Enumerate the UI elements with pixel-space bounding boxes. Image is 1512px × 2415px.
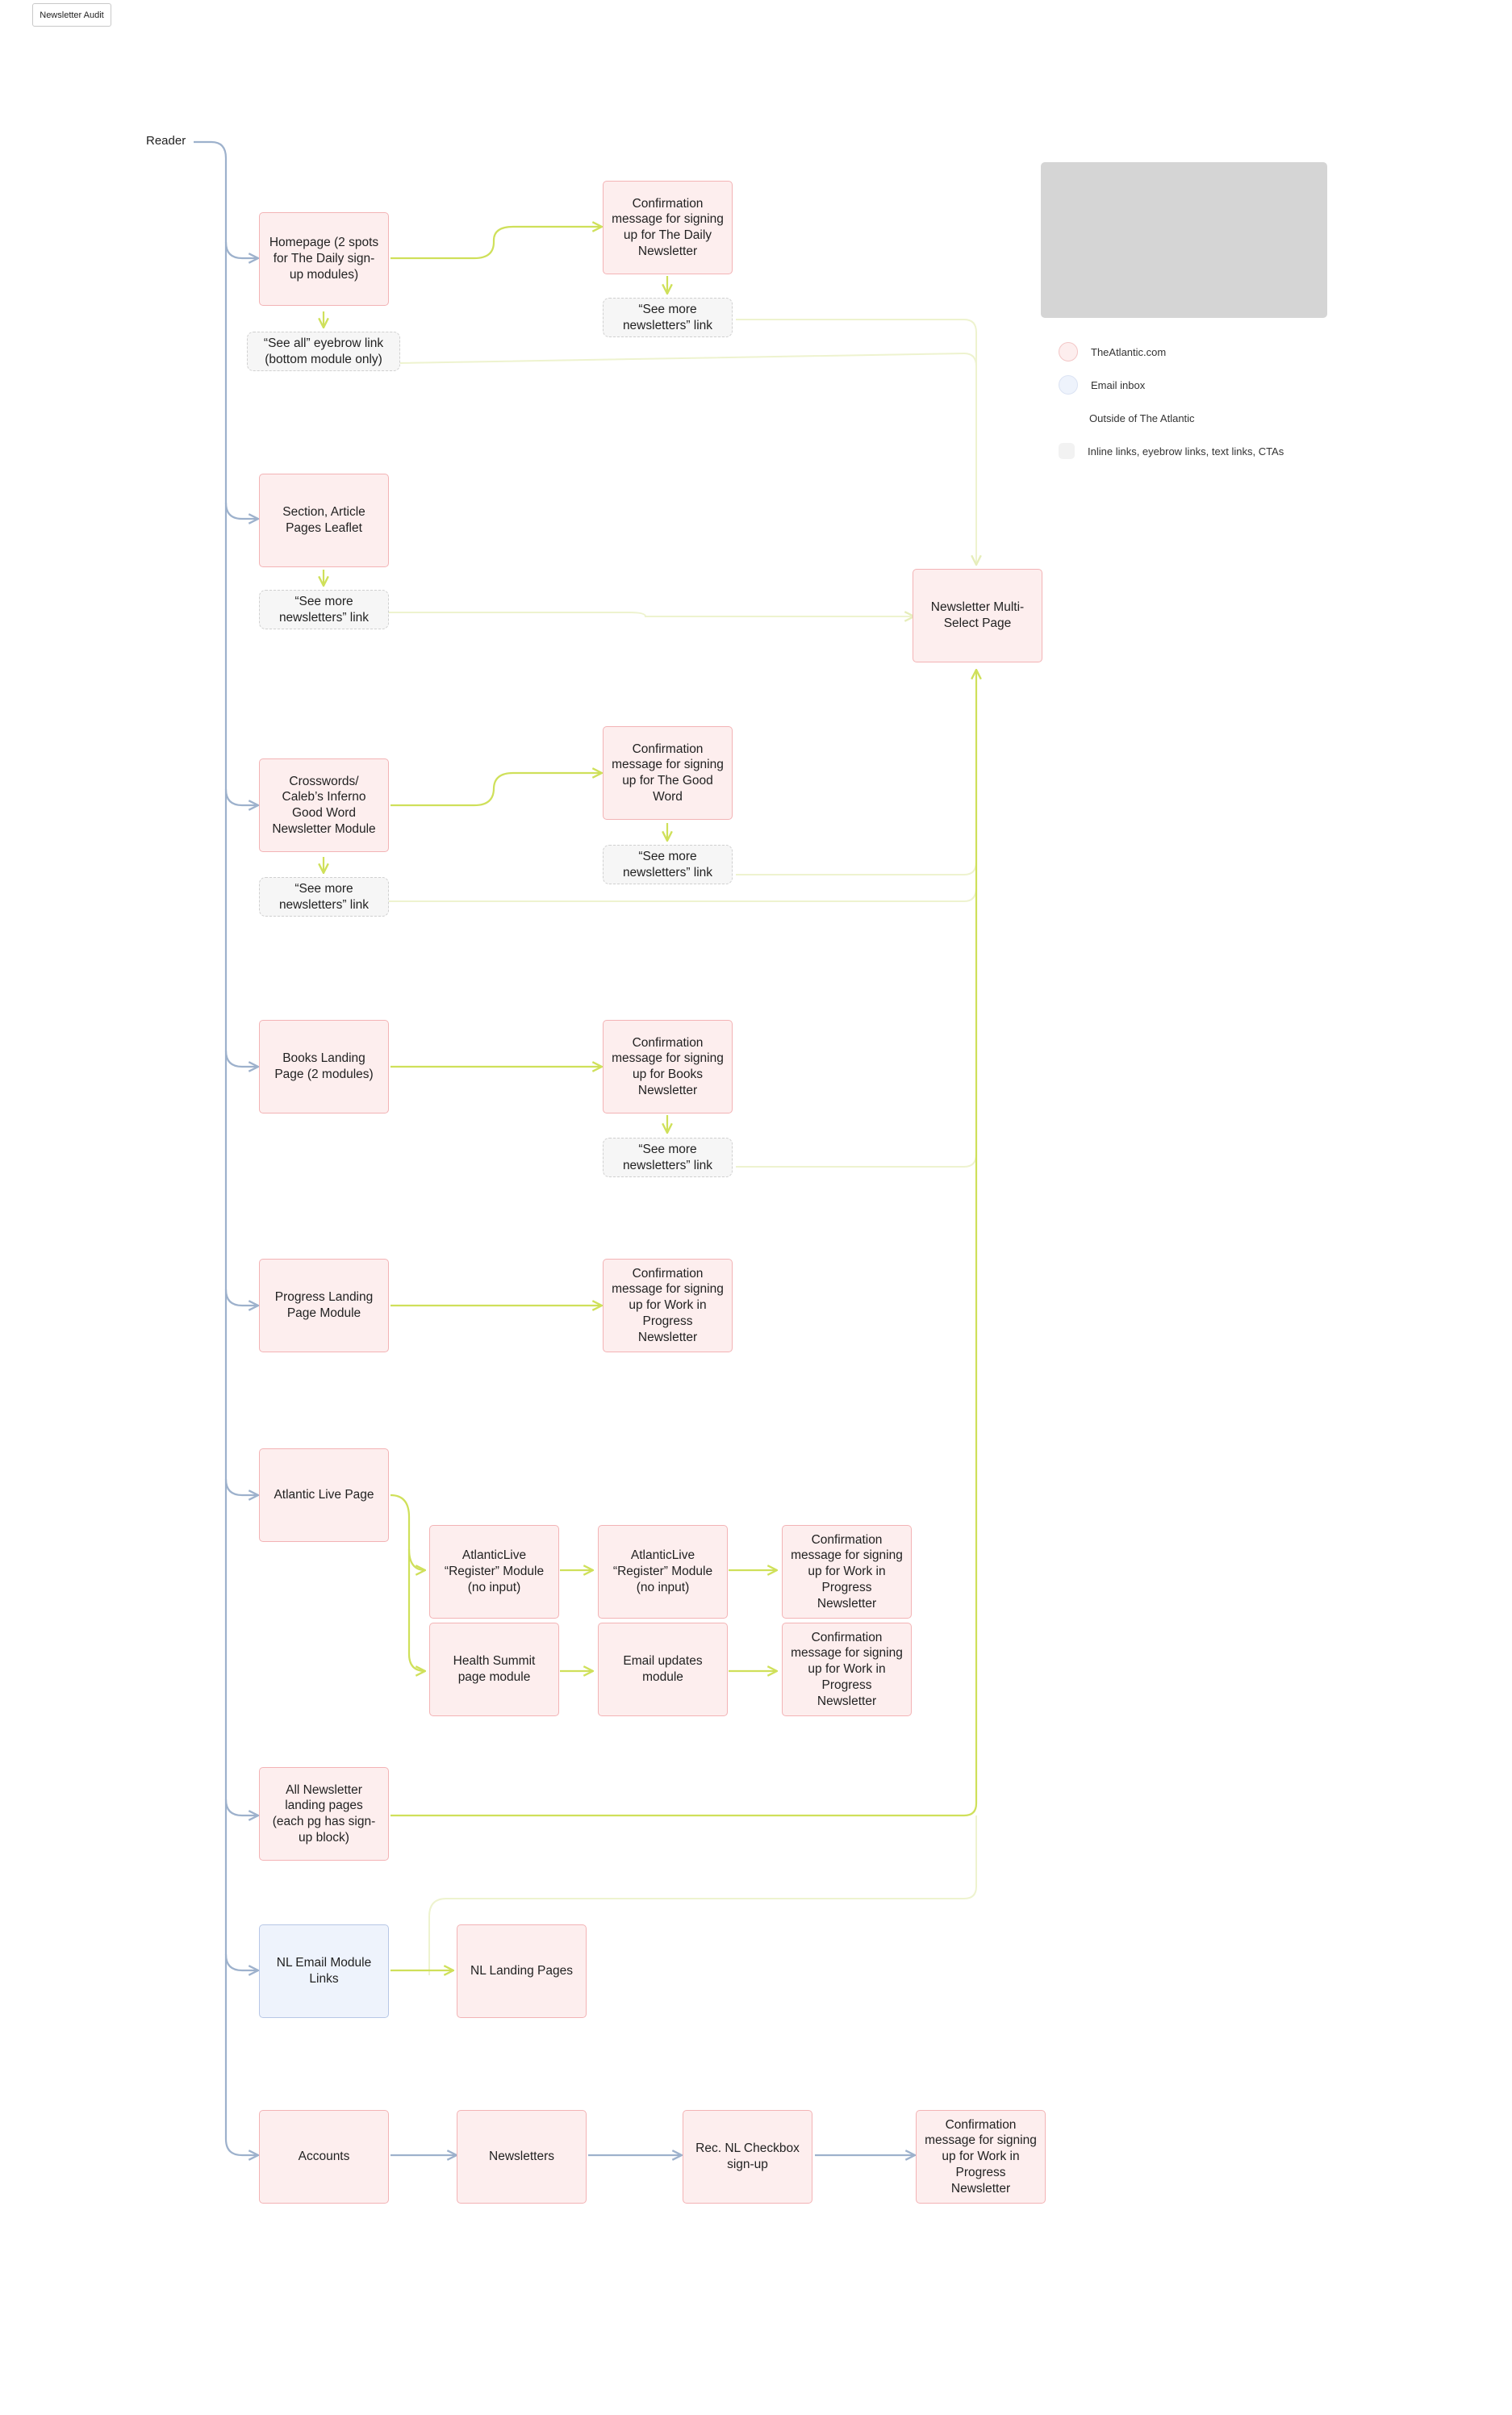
node-confirm-goodword: Confirmation message for signing up for … bbox=[603, 726, 733, 820]
link-see-more-books: “See more newsletters” link bbox=[603, 1138, 733, 1177]
link-see-more-crosswords: “See more newsletters” link bbox=[259, 877, 389, 917]
link-see-more-goodword: “See more newsletters” link bbox=[603, 845, 733, 884]
legend-label: Outside of The Atlantic bbox=[1089, 412, 1195, 424]
node-confirm-daily: Confirmation message for signing up for … bbox=[603, 181, 733, 274]
node-confirm-live-1: Confirmation message for signing up for … bbox=[782, 1525, 912, 1619]
legend-row: TheAtlantic.com bbox=[1059, 342, 1166, 361]
node-register-2: AtlanticLive “Register” Module (no input… bbox=[598, 1525, 728, 1619]
legend-row: Inline links, eyebrow links, text links,… bbox=[1059, 441, 1284, 461]
document-title-tag: Newsletter Audit bbox=[32, 3, 111, 27]
node-confirm-books: Confirmation message for signing up for … bbox=[603, 1020, 733, 1113]
node-confirm-progress: Confirmation message for signing up for … bbox=[603, 1259, 733, 1352]
reader-label: Reader bbox=[146, 134, 186, 148]
node-progress: Progress Landing Page Module bbox=[259, 1259, 389, 1352]
node-homepage: Homepage (2 spots for The Daily sign-up … bbox=[259, 212, 389, 306]
node-register-1: AtlanticLive “Register” Module (no input… bbox=[429, 1525, 559, 1619]
legend-row: Email inbox bbox=[1059, 375, 1145, 395]
node-health-summit: Health Summit page module bbox=[429, 1623, 559, 1716]
legend-swatch-inline bbox=[1059, 443, 1075, 459]
node-newsletters: Newsletters bbox=[457, 2110, 587, 2204]
node-confirm-live-2: Confirmation message for signing up for … bbox=[782, 1623, 912, 1716]
node-atlantic-live: Atlantic Live Page bbox=[259, 1448, 389, 1542]
node-nl-email-links: NL Email Module Links bbox=[259, 1924, 389, 2018]
legend-row: Outside of The Atlantic bbox=[1059, 408, 1195, 428]
node-all-newsletter-pages: All Newsletter landing pages (each pg ha… bbox=[259, 1767, 389, 1861]
legend-swatch-theatlantic bbox=[1059, 342, 1078, 361]
node-multi-select: Newsletter Multi-Select Page bbox=[913, 569, 1042, 662]
node-confirm-accounts: Confirmation message for signing up for … bbox=[916, 2110, 1046, 2204]
node-rec-checkbox: Rec. NL Checkbox sign-up bbox=[683, 2110, 812, 2204]
legend-swatch-outside bbox=[1059, 409, 1076, 427]
node-nl-landing-pages: NL Landing Pages bbox=[457, 1924, 587, 2018]
legend: TheAtlantic.com Email inbox Outside of T… bbox=[1041, 162, 1327, 459]
link-see-more-daily: “See more newsletters” link bbox=[603, 298, 733, 337]
node-section-pages: Section, Article Pages Leaflet bbox=[259, 474, 389, 567]
legend-swatch-email bbox=[1059, 375, 1078, 395]
node-crosswords: Crosswords/ Caleb’s Inferno Good Word Ne… bbox=[259, 758, 389, 852]
legend-label: TheAtlantic.com bbox=[1091, 345, 1167, 358]
node-email-updates: Email updates module bbox=[598, 1623, 728, 1716]
link-see-all-eyebrow: “See all” eyebrow link (bottom module on… bbox=[247, 332, 400, 371]
legend-label: Email inbox bbox=[1091, 378, 1146, 391]
link-see-more-section: “See more newsletters” link bbox=[259, 590, 389, 629]
node-accounts: Accounts bbox=[259, 2110, 389, 2204]
legend-label: Inline links, eyebrow links, text links,… bbox=[1088, 445, 1284, 458]
node-books: Books Landing Page (2 modules) bbox=[259, 1020, 389, 1113]
